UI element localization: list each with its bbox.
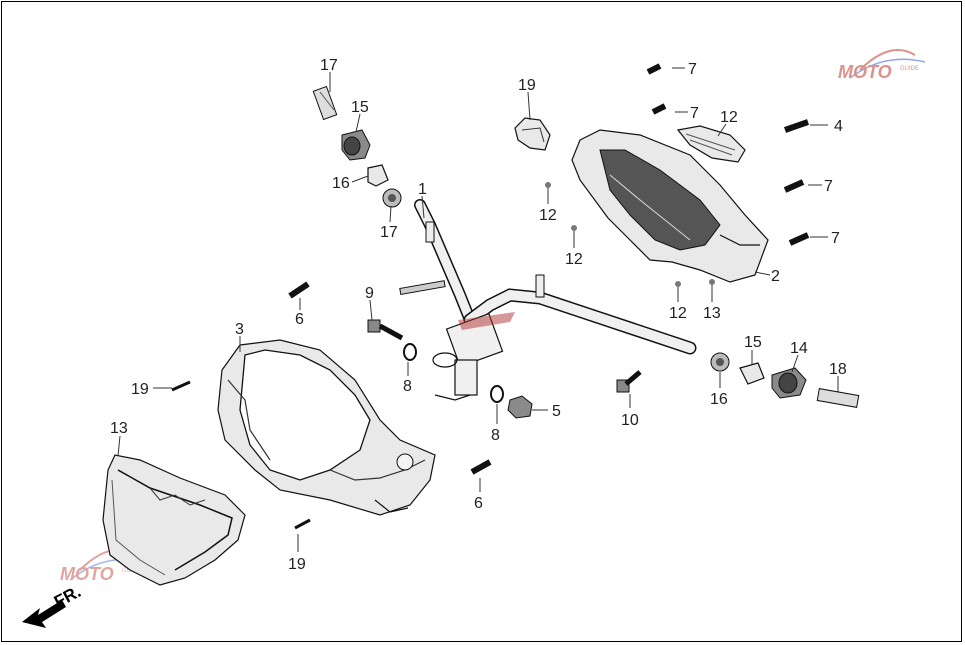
part-screws xyxy=(171,63,810,530)
callout-14-top: 15 xyxy=(351,99,369,116)
watermark-logo-top: MOTO GUIDE xyxy=(838,49,926,82)
watermark-text-bottom: MOTO xyxy=(60,564,114,584)
part-nut xyxy=(507,395,533,419)
callout-7-d: 7 xyxy=(831,230,840,247)
part-bar-end-stack-right xyxy=(710,352,860,408)
callout-10: 10 xyxy=(621,412,639,429)
callout-1: 1 xyxy=(418,181,427,198)
callout-17-top: 17 xyxy=(320,57,338,74)
callout-17-bottom: 18 xyxy=(829,361,847,378)
callout-4: 4 xyxy=(834,118,843,135)
callout-15-bottom: 15 xyxy=(744,334,762,351)
callout-16-bottom: 16 xyxy=(710,391,728,408)
callout-7-c: 7 xyxy=(824,178,833,195)
part-cover-plate xyxy=(514,117,551,151)
part-bolt-10 xyxy=(616,370,642,393)
part-bolt-9 xyxy=(367,319,404,341)
callout-2: 2 xyxy=(771,268,780,285)
watermark-text-top: MOTO xyxy=(838,62,892,82)
callout-12-a: 12 xyxy=(539,207,557,224)
callout-3: 3 xyxy=(235,321,244,338)
callout-labels: 17 15 16 17 1 19 12 7 7 4 7 7 12 12 12 1… xyxy=(110,57,847,573)
callout-14-bottom: 14 xyxy=(790,340,808,357)
callout-12-c: 12 xyxy=(669,305,687,322)
callout-18: 19 xyxy=(518,77,536,94)
callout-6-a: 6 xyxy=(295,311,304,328)
callout-13: 13 xyxy=(110,420,128,437)
callout-11: 12 xyxy=(720,109,738,126)
callout-7-b: 7 xyxy=(690,105,699,122)
leader-lines xyxy=(117,67,839,552)
callout-8-a: 8 xyxy=(403,378,412,395)
part-washers xyxy=(403,343,504,403)
watermark-subtext-top: GUIDE xyxy=(900,66,919,72)
callout-19-b: 19 xyxy=(288,556,306,573)
part-handlebar xyxy=(399,199,697,401)
callout-9: 9 xyxy=(365,285,374,302)
part-bar-end-stack-left xyxy=(312,85,402,208)
callout-15-top: 16 xyxy=(332,175,350,192)
part-rear-handlebar-cover xyxy=(571,129,769,283)
part-front-inner-cover xyxy=(102,454,246,586)
callout-16-top: 17 xyxy=(380,224,398,241)
callout-12-d: 13 xyxy=(703,305,721,322)
part-front-handlebar-cover xyxy=(217,339,436,516)
callout-7-a: 7 xyxy=(688,61,697,78)
part-meter-lens xyxy=(676,125,746,163)
front-direction-arrow-icon: FR. xyxy=(22,582,84,628)
callout-19-a: 19 xyxy=(131,381,149,398)
callout-6-b: 6 xyxy=(474,495,483,512)
callout-12-b: 12 xyxy=(565,251,583,268)
callout-8-b: 8 xyxy=(491,427,500,444)
callout-5: 5 xyxy=(552,403,561,420)
